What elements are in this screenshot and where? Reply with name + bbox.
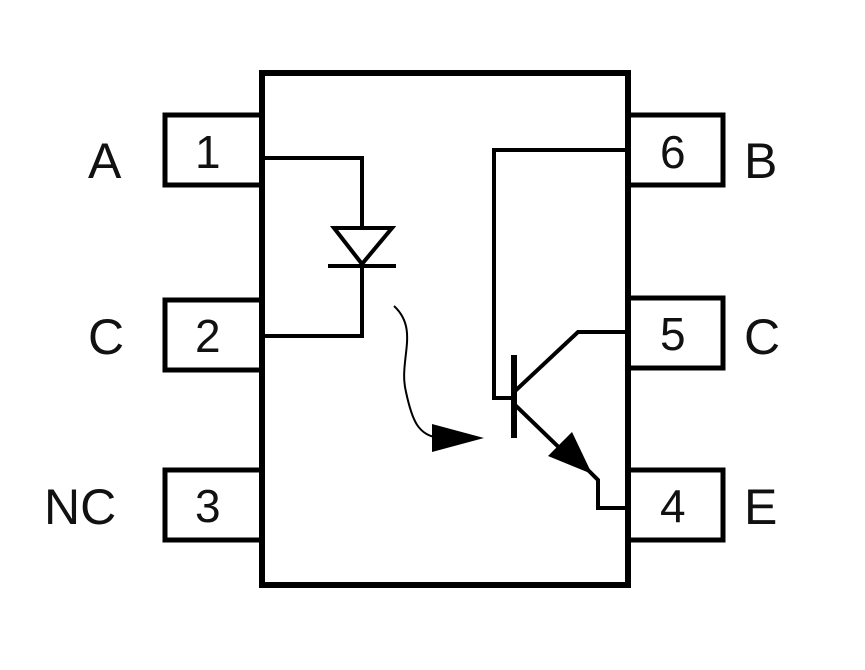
pin-1-label: A	[88, 133, 122, 189]
light-emission-arrow	[393, 305, 484, 452]
pin-6-number: 6	[660, 126, 686, 178]
pin-5-label: C	[744, 309, 780, 365]
pin-5-box	[622, 295, 726, 371]
pin-6-label: B	[744, 133, 777, 189]
pin-4-label: E	[744, 479, 777, 535]
phototransistor-symbol	[492, 148, 627, 510]
pin-2-box	[162, 297, 268, 373]
pin-4-number: 4	[660, 480, 686, 532]
pin-2-number: 2	[195, 310, 221, 362]
pin-3-number: 3	[195, 480, 221, 532]
pin-1-number: 1	[195, 126, 221, 178]
pin-2-label: C	[88, 309, 124, 365]
led-symbol	[263, 156, 397, 338]
pin-1-box	[162, 112, 268, 188]
pin-5-number: 5	[660, 308, 686, 360]
led-triangle	[329, 226, 397, 268]
pin-3-box	[162, 467, 268, 543]
emitter-arrow	[548, 432, 592, 474]
pin-3-label: NC	[44, 479, 116, 535]
